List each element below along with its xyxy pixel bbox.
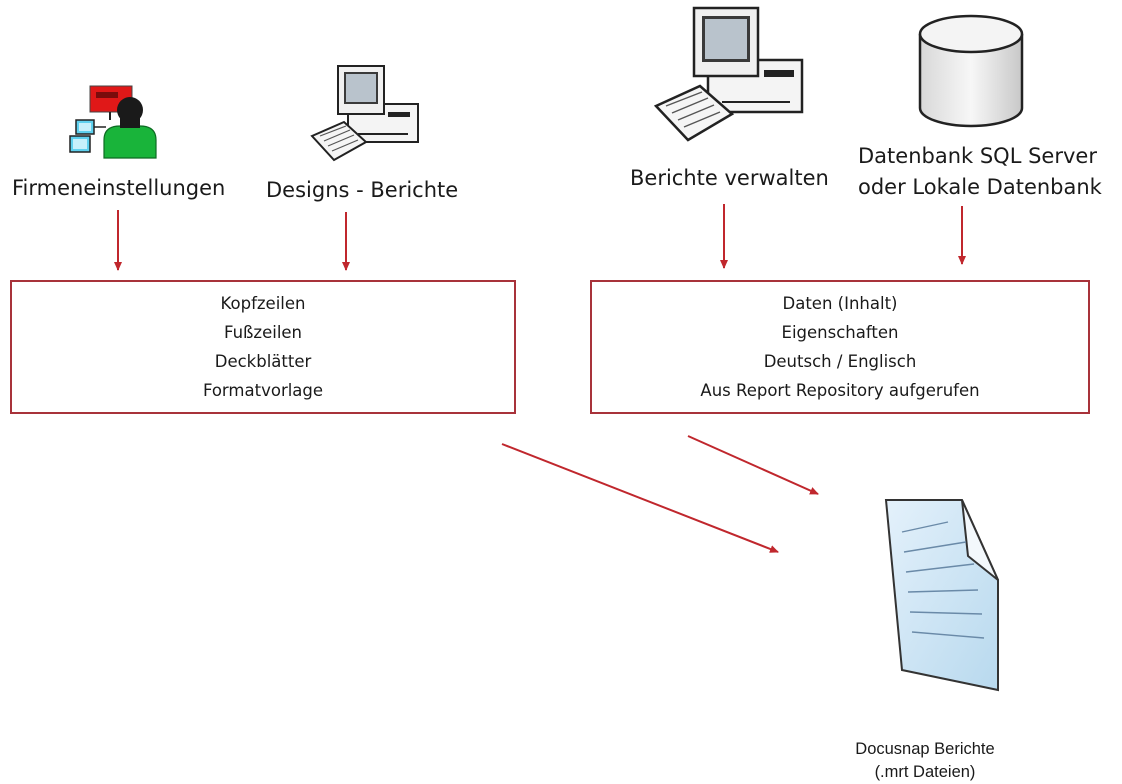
datenbank-label-line1: Datenbank SQL Server	[858, 144, 1097, 168]
box-line-kopfzeilen: Kopfzeilen	[220, 294, 306, 313]
report-content-box: Daten (Inhalt) Eigenschaften Deutsch / E…	[590, 280, 1090, 414]
arrow-left-box-to-document	[501, 443, 779, 553]
user-settings-icon	[69, 85, 157, 159]
box-line-sprache: Deutsch / Englisch	[763, 352, 917, 371]
database-icon	[918, 14, 1024, 128]
firmeneinstellungen-label: Firmeneinstellungen	[12, 176, 226, 200]
berichte-verwalten-label: Berichte verwalten	[630, 166, 829, 190]
designs-berichte-label: Designs - Berichte	[266, 178, 459, 202]
computer-icon	[653, 6, 804, 142]
computer-icon	[310, 65, 419, 162]
box-line-deckblaetter: Deckblätter	[214, 352, 312, 371]
box-line-repository: Aus Report Repository aufgerufen	[700, 381, 980, 400]
docusnap-berichte-caption: Docusnap Berichte (.mrt Dateien)	[840, 738, 1010, 784]
design-elements-box: Kopfzeilen Fußzeilen Deckblätter Formatv…	[10, 280, 516, 414]
caption-line2: (.mrt Dateien)	[874, 763, 976, 781]
box-line-eigenschaften: Eigenschaften	[781, 323, 899, 342]
box-line-fusszeilen: Fußzeilen	[223, 323, 303, 342]
datenbank-label-line2: oder Lokale Datenbank	[858, 175, 1102, 199]
arrow-right-box-to-document	[687, 435, 819, 495]
document-icon	[884, 499, 999, 692]
box-line-daten: Daten (Inhalt)	[782, 294, 898, 313]
box-line-formatvorlage: Formatvorlage	[202, 381, 324, 400]
caption-line1: Docusnap Berichte	[855, 740, 995, 758]
